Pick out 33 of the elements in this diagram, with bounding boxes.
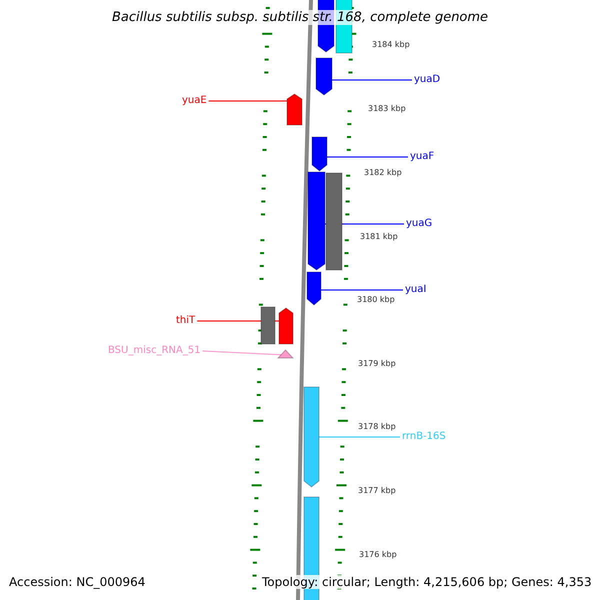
scale-label: 3181 kbp bbox=[360, 232, 398, 241]
title: Bacillus subtilis subsp. subtilis str. 168, complete genome bbox=[112, 10, 488, 25]
gene-label: yuaE bbox=[182, 95, 207, 107]
leader-line bbox=[208, 100, 288, 102]
feature-triangle bbox=[278, 350, 293, 358]
gene-feature bbox=[307, 272, 321, 305]
gene-feature bbox=[287, 94, 302, 125]
feature-bar bbox=[326, 173, 342, 270]
gene-label: yuaI bbox=[405, 284, 426, 296]
gene-label: yuaF bbox=[410, 151, 434, 163]
gene-feature bbox=[304, 387, 319, 487]
gene-label: yuaG bbox=[406, 218, 432, 230]
leader-line bbox=[202, 350, 282, 356]
scale-label: 3182 kbp bbox=[364, 168, 402, 177]
scale-label: 3180 kbp bbox=[357, 295, 395, 304]
footer-text: Accession: NC_000964 bbox=[9, 575, 146, 589]
scale-label: 3184 kbp bbox=[372, 40, 410, 49]
scale-label: 3176 kbp bbox=[359, 550, 397, 559]
scale-label: 3183 kbp bbox=[368, 104, 406, 113]
footer-text: Topology: circular; Length: 4,215,606 bp; Genes: 4,353 bbox=[262, 575, 592, 589]
gene-feature bbox=[312, 137, 327, 171]
scale-label: 3178 kbp bbox=[358, 422, 396, 431]
scale-label: 3177 kbp bbox=[358, 486, 396, 495]
gene-label: rrnB-16S bbox=[402, 431, 446, 443]
gene-label: BSU_misc_RNA_51 bbox=[108, 345, 201, 357]
leader-line bbox=[318, 436, 400, 438]
feature-bar bbox=[261, 307, 275, 344]
gene-feature bbox=[316, 58, 332, 95]
leader-line bbox=[326, 156, 408, 158]
gene-feature bbox=[279, 308, 293, 344]
gene-label: yuaD bbox=[414, 74, 440, 86]
scale-label: 3179 kbp bbox=[358, 359, 396, 368]
gene-label: thiT bbox=[176, 315, 196, 327]
